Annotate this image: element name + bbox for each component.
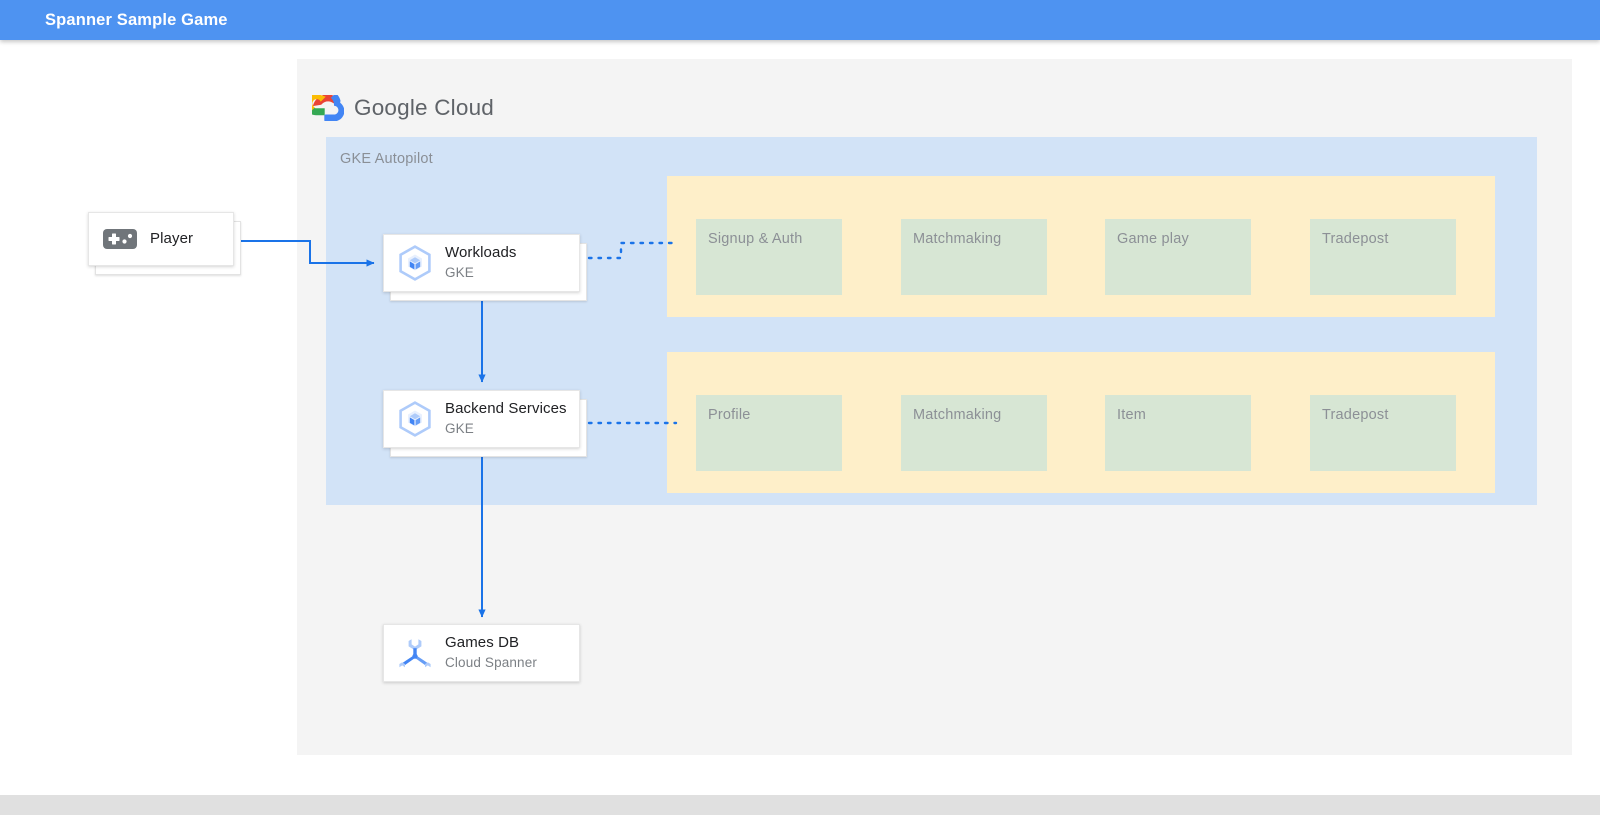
node-card[interactable]: Workloads GKE bbox=[383, 234, 580, 292]
node-text: Backend Services GKE bbox=[445, 400, 567, 438]
node-title: Player bbox=[150, 229, 194, 247]
footer-bar bbox=[0, 795, 1600, 815]
service-box-label: Tradepost bbox=[1322, 231, 1389, 247]
service-box[interactable]: Profile bbox=[696, 395, 842, 471]
node-card[interactable]: Games DB Cloud Spanner bbox=[383, 624, 580, 682]
gke-autopilot-label: GKE Autopilot bbox=[340, 151, 433, 167]
gke-autopilot-container: GKE Autopilot Signup & Auth Matchmaking … bbox=[326, 137, 1537, 505]
service-box-label: Signup & Auth bbox=[708, 231, 803, 247]
service-box[interactable]: Tradepost bbox=[1310, 219, 1456, 295]
gke-icon bbox=[395, 243, 435, 283]
workloads-services-row: Signup & Auth Matchmaking Game play Trad… bbox=[667, 176, 1495, 317]
service-box[interactable]: Matchmaking bbox=[901, 219, 1047, 295]
gke-icon bbox=[395, 399, 435, 439]
app-title: Spanner Sample Game bbox=[45, 10, 228, 29]
service-box[interactable]: Game play bbox=[1105, 219, 1251, 295]
app-bar: Spanner Sample Game bbox=[0, 0, 1600, 40]
google-cloud-logo: Google Cloud bbox=[312, 95, 494, 121]
node-title: Games DB bbox=[445, 634, 520, 652]
node-title: Workloads bbox=[445, 244, 517, 262]
service-box-label: Game play bbox=[1117, 231, 1189, 247]
node-card[interactable]: Backend Services GKE bbox=[383, 390, 580, 448]
google-cloud-wordmark: Google Cloud bbox=[354, 95, 495, 120]
backend-services-row: Profile Matchmaking Item Tradepost bbox=[667, 352, 1495, 493]
service-box-label: Matchmaking bbox=[913, 231, 1002, 247]
node-text: Workloads GKE bbox=[445, 244, 516, 282]
service-box-label: Profile bbox=[708, 407, 751, 423]
node-subtitle: Cloud Spanner bbox=[445, 654, 538, 670]
service-box[interactable]: Signup & Auth bbox=[696, 219, 842, 295]
service-box-label: Tradepost bbox=[1322, 407, 1389, 423]
service-box[interactable]: Matchmaking bbox=[901, 395, 1047, 471]
node-text: Player bbox=[150, 230, 193, 249]
service-box-label: Item bbox=[1117, 407, 1146, 423]
node-title: Backend Services bbox=[445, 400, 567, 418]
node-subtitle: GKE bbox=[445, 264, 474, 280]
service-box-label: Matchmaking bbox=[913, 407, 1002, 423]
node-text: Games DB Cloud Spanner bbox=[445, 634, 537, 672]
gamepad-icon bbox=[100, 219, 140, 259]
google-cloud-mark-icon bbox=[312, 95, 344, 121]
cloud-spanner-icon bbox=[395, 633, 435, 673]
service-box[interactable]: Tradepost bbox=[1310, 395, 1456, 471]
node-subtitle: GKE bbox=[445, 420, 474, 436]
service-box[interactable]: Item bbox=[1105, 395, 1251, 471]
node-card[interactable]: Player bbox=[88, 212, 234, 266]
